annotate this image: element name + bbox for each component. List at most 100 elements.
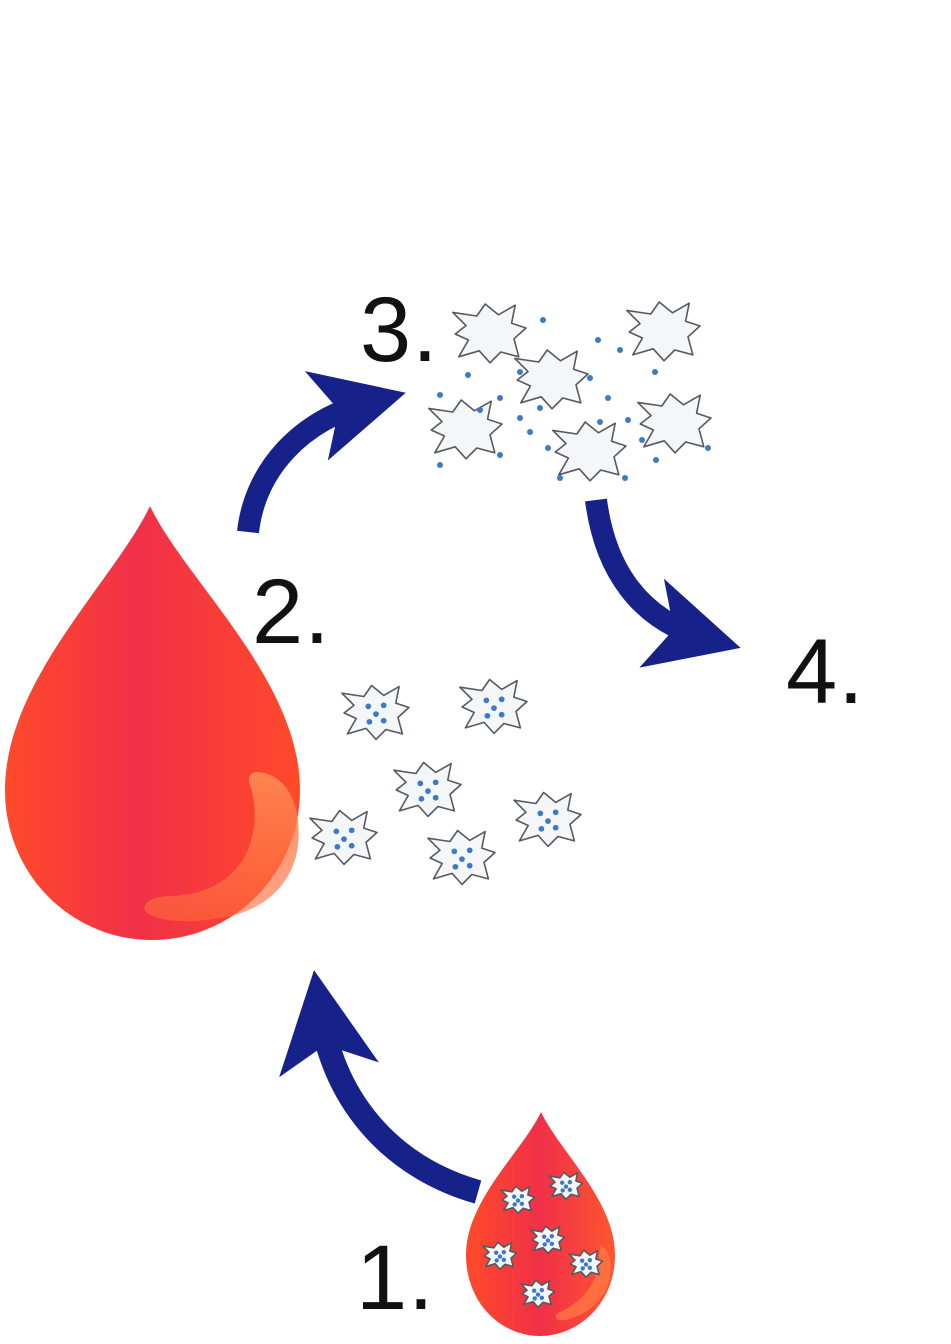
granule-dot-icon <box>537 405 543 411</box>
platelet-cell-icon <box>513 791 582 848</box>
granule-dot-icon <box>559 1180 565 1185</box>
granule-dot-icon <box>652 369 658 375</box>
granule-dot-icon <box>517 369 523 375</box>
granule-dot-icon <box>366 718 373 725</box>
platelet-cell-icon <box>452 303 527 364</box>
granule-dot-icon <box>545 818 551 824</box>
granule-dot-icon <box>417 780 424 787</box>
platelet-cell-icon <box>428 399 503 460</box>
granule-dot-icon <box>483 697 490 704</box>
step-2-label: 2. <box>252 561 331 663</box>
platelet-cell-icon <box>393 761 462 818</box>
granule-dot-icon <box>705 445 711 451</box>
granule-dot-icon <box>552 809 559 816</box>
granule-dot-icon <box>501 1249 507 1255</box>
granule-dot-icon <box>549 1241 555 1247</box>
granule-dot-icon <box>538 825 545 832</box>
granule-dot-icon <box>493 1250 499 1255</box>
granule-dot-icon <box>653 457 659 463</box>
granule-dot-icon <box>605 395 611 401</box>
granule-dot-icon <box>532 1296 537 1301</box>
granule-dot-icon <box>567 1187 573 1193</box>
granule-dot-icon <box>497 395 503 401</box>
granule-dot-icon <box>333 828 340 835</box>
granule-dot-icon <box>639 437 645 443</box>
granule-dot-icon <box>625 417 631 423</box>
granule-dot-icon <box>519 1193 525 1199</box>
granule-dot-icon <box>587 1265 593 1271</box>
granule-dot-icon <box>498 696 505 703</box>
granule-dot-icon <box>348 827 355 834</box>
granule-dot-icon <box>519 1201 525 1207</box>
granule-dot-icon <box>452 863 459 870</box>
granule-dot-icon <box>425 788 431 794</box>
granule-dot-icon <box>501 1257 507 1263</box>
activated-platelet-group <box>428 301 712 482</box>
platelet-cell-icon <box>341 684 410 741</box>
platelet-cell-icon <box>568 1249 604 1278</box>
platelet-cell-icon <box>530 1225 566 1254</box>
platelet-cell-icon <box>482 1241 518 1270</box>
platelet-cell-icon <box>626 301 701 362</box>
granule-dot-icon <box>597 419 603 425</box>
granule-dot-icon <box>527 429 533 435</box>
granule-dot-icon <box>477 407 483 413</box>
granule-dot-icon <box>498 711 505 718</box>
granule-dot-icon <box>617 347 623 353</box>
platelet-cell-icon <box>637 393 712 454</box>
resting-platelet-group <box>309 678 582 886</box>
granule-dot-icon <box>432 779 439 786</box>
granule-dot-icon <box>451 848 458 855</box>
granule-dot-icon <box>531 1288 537 1293</box>
granule-dot-icon <box>583 1262 589 1267</box>
granule-dot-icon <box>466 847 473 854</box>
granule-dot-icon <box>466 862 473 869</box>
granule-dot-icon <box>497 452 503 458</box>
granule-dot-icon <box>437 462 443 468</box>
granule-dot-icon <box>579 1258 585 1263</box>
platelet-cell-icon <box>548 1171 584 1200</box>
granule-dot-icon <box>563 1184 569 1189</box>
large-blood-drop-icon <box>5 506 300 940</box>
platelet-cell-icon <box>552 421 627 482</box>
granule-dot-icon <box>365 703 372 710</box>
granule-dot-icon <box>549 1233 555 1239</box>
granule-dot-icon <box>380 717 387 724</box>
granule-dot-icon <box>432 794 439 801</box>
platelet-cell-icon <box>514 349 589 410</box>
granule-dot-icon <box>540 317 546 323</box>
granule-dot-icon <box>459 856 465 862</box>
granule-dot-icon <box>535 1292 541 1297</box>
granule-dot-icon <box>545 1238 551 1243</box>
granule-dot-icon <box>380 702 387 709</box>
granule-dot-icon <box>484 712 491 719</box>
granule-dot-icon <box>373 711 379 717</box>
step-4-label: 4. <box>786 621 865 723</box>
granule-dot-icon <box>622 475 628 481</box>
step-3-label: 3. <box>360 279 439 381</box>
granule-dot-icon <box>341 836 347 842</box>
granule-dot-icon <box>587 375 593 381</box>
granule-dot-icon <box>515 1198 521 1203</box>
platelet-cell-icon <box>427 829 496 886</box>
granule-dot-icon <box>511 1194 517 1199</box>
platelet-cell-icon <box>520 1279 556 1308</box>
granule-dot-icon <box>334 843 341 850</box>
granule-dot-icon <box>567 1179 573 1185</box>
granule-dot-icon <box>537 810 544 817</box>
granule-dot-icon <box>491 705 497 711</box>
granule-dot-icon <box>541 1234 547 1239</box>
released-granule-group <box>437 317 711 481</box>
granule-dot-icon <box>542 1242 547 1247</box>
granule-dot-icon <box>465 372 471 378</box>
granule-dot-icon <box>539 1287 545 1293</box>
curved-arrow-icon <box>585 498 741 668</box>
granule-dot-icon <box>437 392 443 398</box>
step-1-label: 1. <box>356 1227 435 1329</box>
granule-dot-icon <box>512 1202 517 1207</box>
granule-dot-icon <box>545 445 551 451</box>
granule-dot-icon <box>348 842 355 849</box>
curved-arrow-icon <box>279 970 482 1204</box>
granule-dot-icon <box>595 337 601 343</box>
